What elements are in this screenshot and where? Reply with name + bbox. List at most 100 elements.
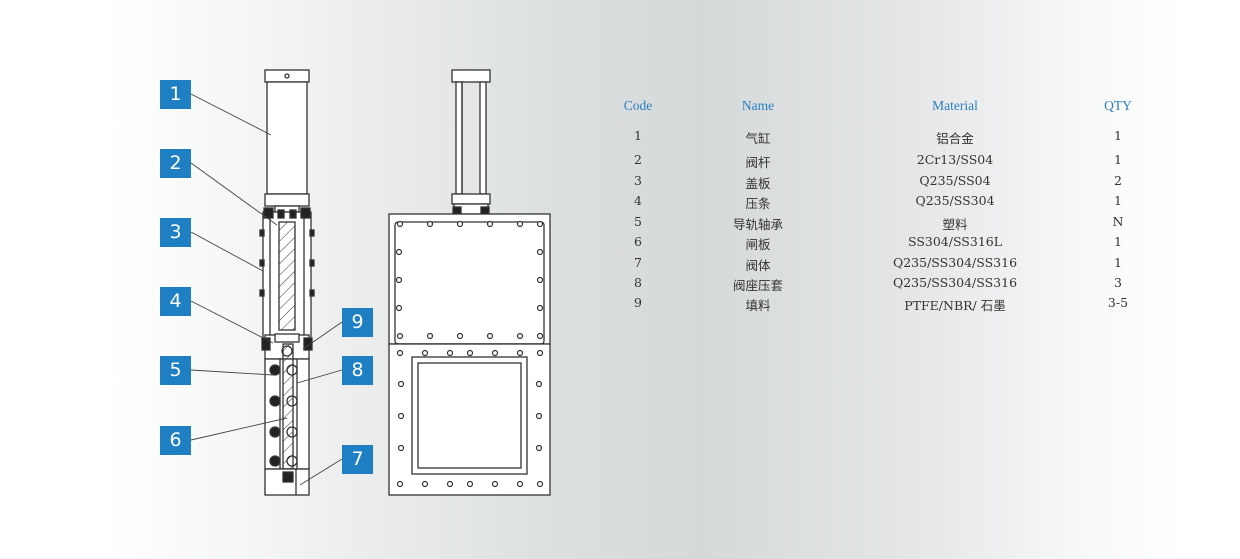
bolt-hole: [486, 220, 494, 228]
bolt-hole: [397, 380, 405, 388]
cell-material: Q235/SS304/SS316: [892, 255, 1018, 270]
cell-material: Q235/SS304: [915, 193, 995, 208]
cell-qty: 1: [1114, 152, 1122, 167]
cell-material: PTFE/NBR/ 石墨: [904, 298, 1006, 313]
bolt-hole: [421, 480, 429, 488]
bolt-hole: [491, 480, 499, 488]
table-row: 8 阀座压套 Q235/SS304/SS316 3: [598, 275, 1158, 295]
callout-5: 5: [160, 356, 191, 385]
bolt-hole: [396, 332, 404, 340]
cell-name: 阀体: [745, 258, 771, 273]
cell-qty: 2: [1114, 173, 1122, 188]
callout-6: 6: [160, 426, 191, 455]
cell-code: 8: [634, 275, 642, 290]
front-view-bolts: [395, 220, 544, 488]
bolt-hole: [535, 412, 543, 420]
bolt-hole: [426, 220, 434, 228]
callout-9: 9: [342, 308, 373, 337]
table-row: 3 盖板 Q235/SS04 2: [598, 173, 1158, 193]
cell-material: 2Cr13/SS04: [916, 152, 994, 167]
table-header: Code Name Material QTY: [598, 98, 1158, 118]
table-row: 7 阀体 Q235/SS304/SS316 1: [598, 255, 1158, 275]
cell-name: 盖板: [745, 176, 771, 191]
bolt-hole: [535, 444, 543, 452]
cell-name: 闸板: [745, 237, 771, 252]
cell-code: 4: [634, 193, 642, 208]
bolt-hole: [396, 349, 404, 357]
cell-name: 阀杆: [745, 155, 771, 170]
table-row: 9 填料 PTFE/NBR/ 石墨 3-5: [598, 295, 1158, 315]
callout-4: 4: [160, 287, 191, 316]
cell-code: 9: [634, 295, 642, 310]
table-row: 4 压条 Q235/SS304 1: [598, 193, 1158, 213]
cell-code: 7: [634, 255, 642, 270]
bolt-hole: [395, 304, 403, 312]
callout-3: 3: [160, 218, 191, 247]
bolt-hole: [446, 480, 454, 488]
bolt-hole: [396, 480, 404, 488]
cell-material: SS304/SS316L: [907, 234, 1003, 249]
bolt-hole: [421, 349, 429, 357]
bolt-hole: [466, 480, 474, 488]
cell-qty: 3-5: [1107, 295, 1129, 310]
bolt-hole: [536, 248, 544, 256]
header-material: Material: [932, 98, 978, 113]
cell-material: Q235/SS04: [919, 173, 991, 188]
callout-1: 1: [160, 80, 191, 109]
cell-code: 1: [634, 128, 642, 143]
cell-qty: 1: [1114, 255, 1122, 270]
bolt-hole: [536, 349, 544, 357]
cell-qty: 1: [1114, 128, 1122, 143]
cell-name: 压条: [745, 196, 771, 211]
bolt-hole: [396, 220, 404, 228]
table-row: 2 阀杆 2Cr13/SS04 1: [598, 152, 1158, 172]
bolt-hole: [536, 220, 544, 228]
table-row: 6 闸板 SS304/SS316L 1: [598, 234, 1158, 254]
cell-material: 铝合金: [936, 131, 974, 146]
bolt-hole: [491, 349, 499, 357]
callout-2: 2: [160, 149, 191, 178]
bolt-hole: [516, 480, 524, 488]
bolt-hole: [536, 332, 544, 340]
bolt-hole: [397, 444, 405, 452]
bolt-hole: [516, 220, 524, 228]
bolt-hole: [486, 332, 494, 340]
bolt-hole: [536, 480, 544, 488]
bolt-hole: [456, 220, 464, 228]
bolt-hole: [397, 412, 405, 420]
callout-8: 8: [342, 356, 373, 385]
cell-name: 阀座压套: [732, 278, 784, 293]
cell-name: 导轨轴承: [732, 217, 784, 232]
bolt-hole: [466, 349, 474, 357]
table-row: 5 导轨轴承 塑料 N: [598, 214, 1158, 234]
cell-code: 5: [634, 214, 642, 229]
bolt-hole: [535, 380, 543, 388]
bolt-hole: [395, 248, 403, 256]
cell-material: 塑料: [942, 217, 968, 232]
bolt-hole: [536, 304, 544, 312]
cell-name: 气缸: [745, 131, 771, 146]
callout-7: 7: [342, 445, 373, 474]
cell-qty: 1: [1114, 234, 1122, 249]
bolt-hole: [516, 349, 524, 357]
header-qty: QTY: [1104, 98, 1132, 113]
bolt-hole: [456, 332, 464, 340]
cell-qty: 1: [1114, 193, 1122, 208]
bolt-hole: [395, 276, 403, 284]
bolt-hole: [446, 349, 454, 357]
cell-material: Q235/SS304/SS316: [892, 275, 1018, 290]
bolt-hole: [426, 332, 434, 340]
cell-qty: 3: [1114, 275, 1122, 290]
header-code: Code: [623, 98, 653, 113]
bolt-hole: [516, 332, 524, 340]
cell-code: 2: [634, 152, 642, 167]
cell-qty: N: [1112, 214, 1124, 229]
bolt-hole: [536, 276, 544, 284]
cell-code: 6: [634, 234, 642, 249]
cell-code: 3: [634, 173, 642, 188]
cell-name: 填料: [745, 298, 771, 313]
header-name: Name: [741, 98, 775, 113]
table-row: 1 气缸 铝合金 1: [598, 128, 1158, 148]
